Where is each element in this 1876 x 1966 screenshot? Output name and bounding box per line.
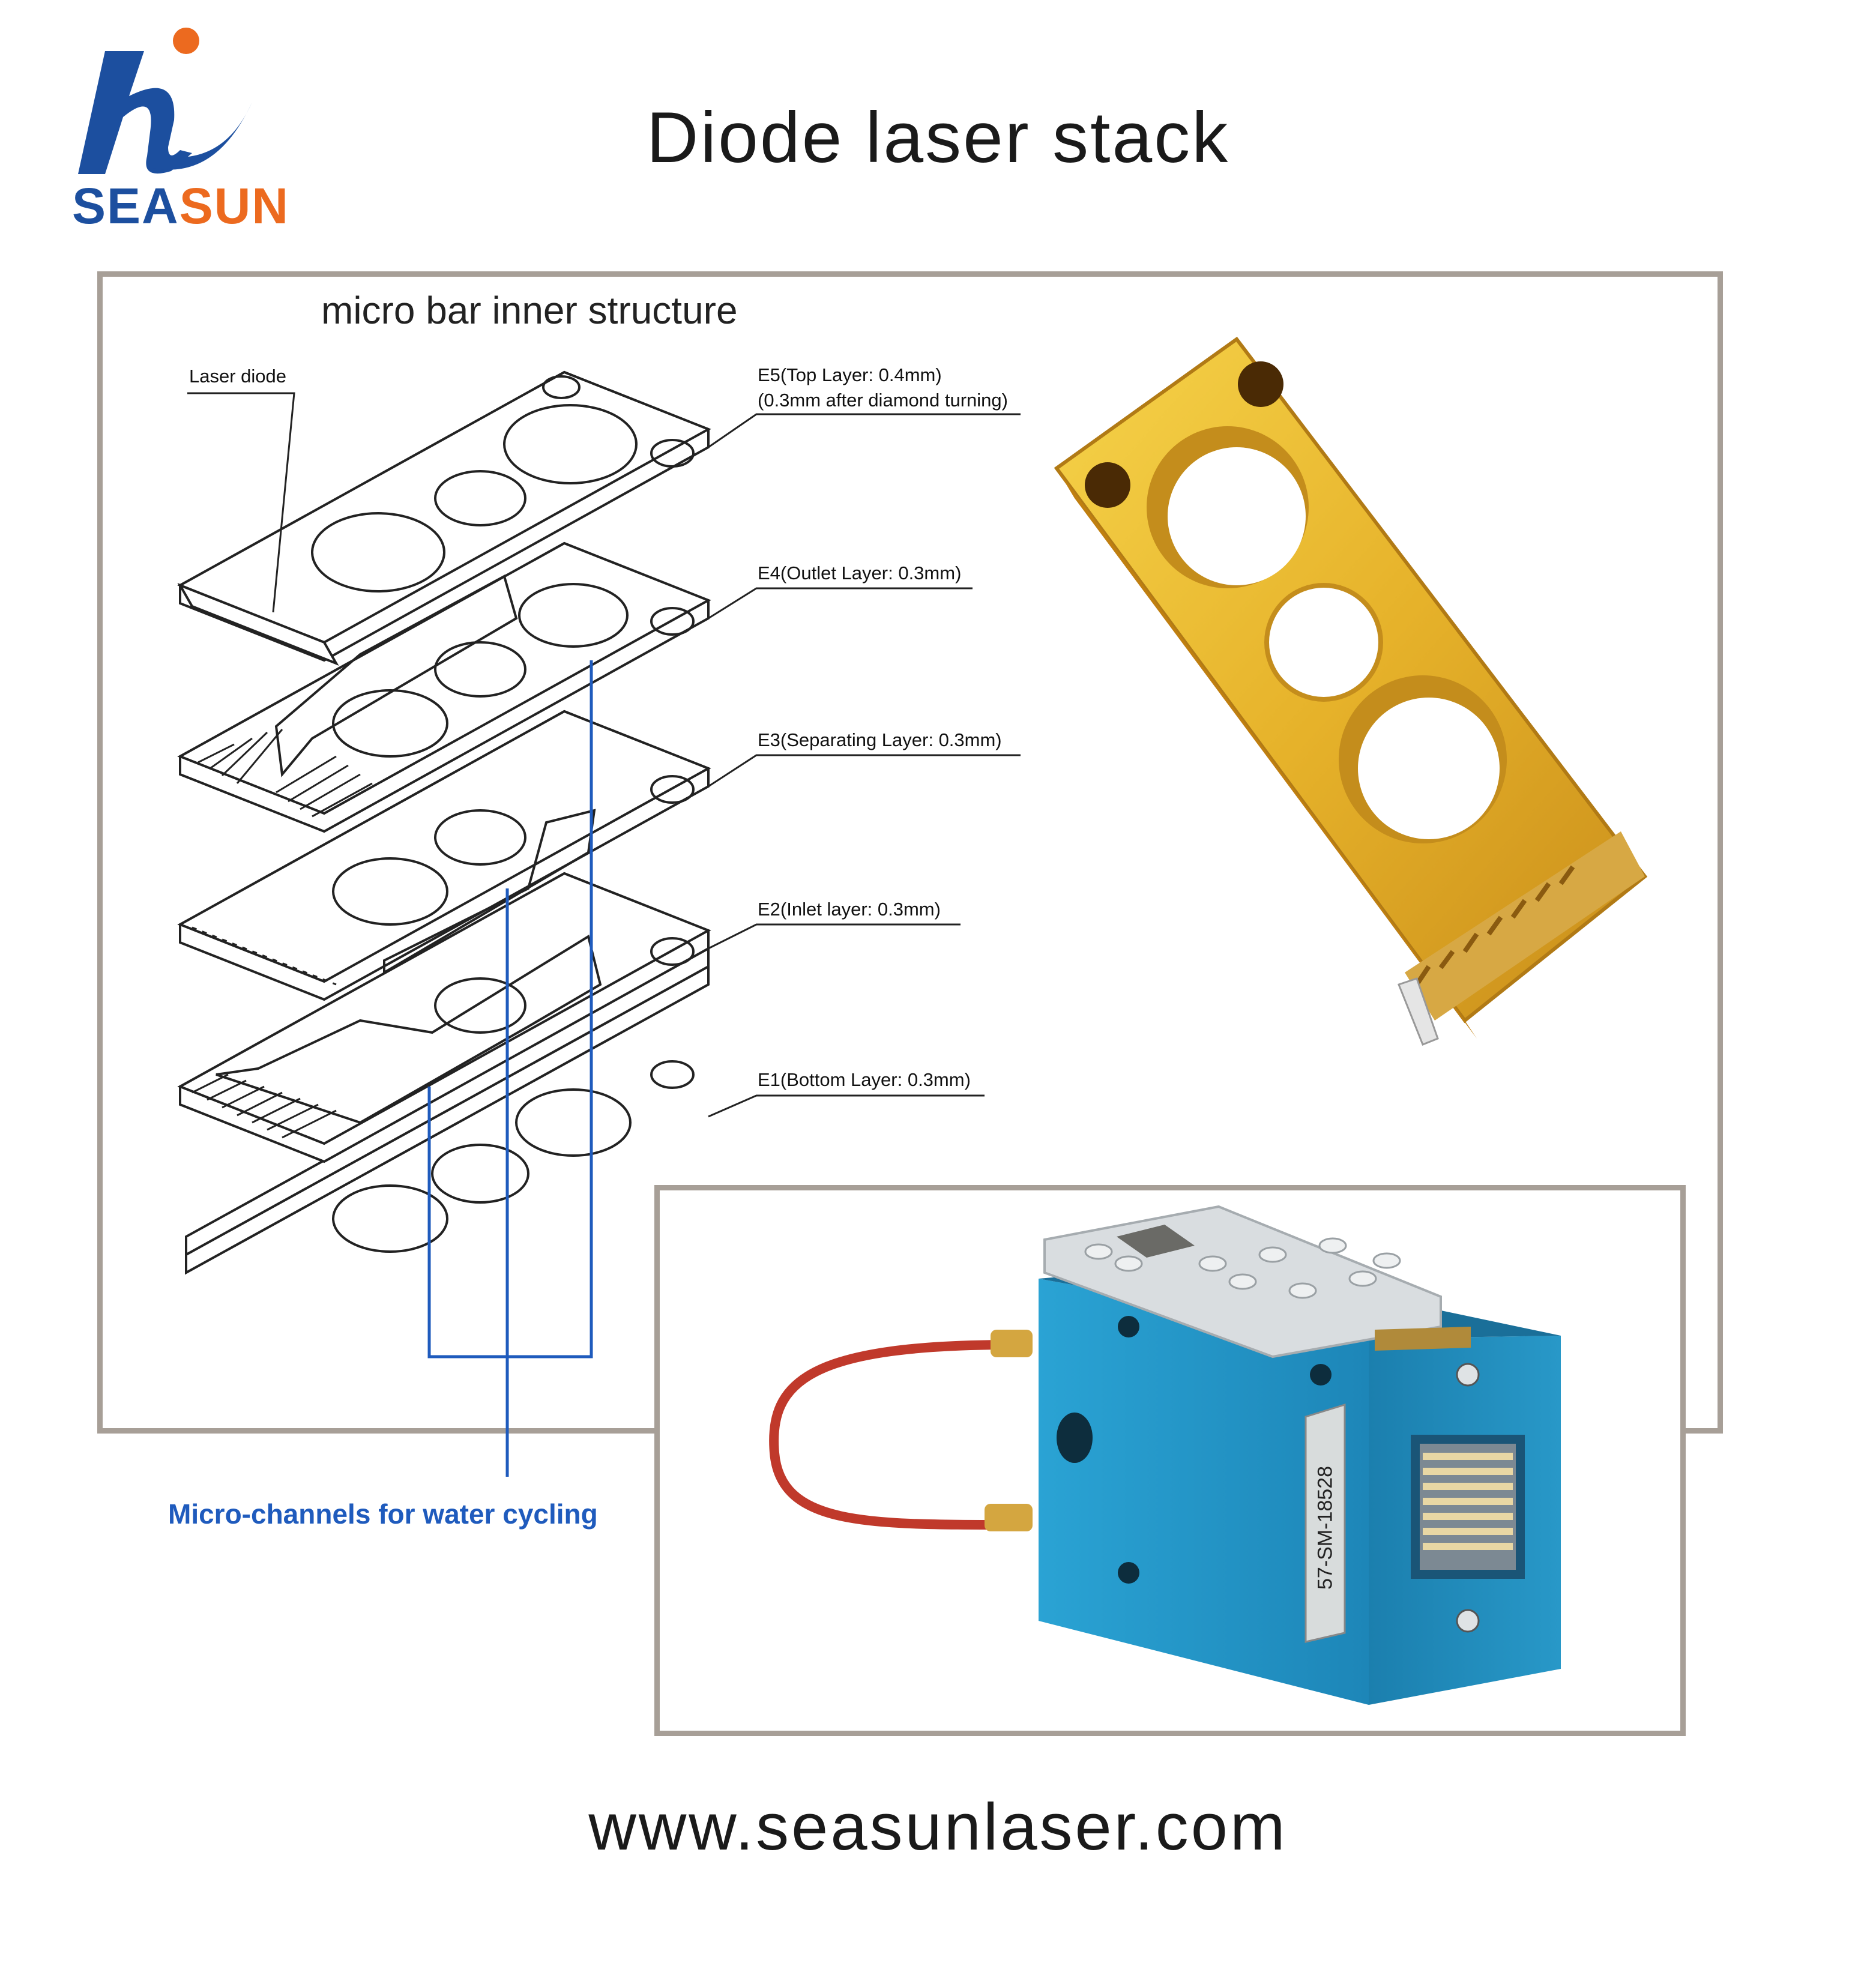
layer-e3-label: E3(Separating Layer: 0.3mm) [758,729,1002,750]
serial-label: 57-SM-18528 [1314,1465,1337,1590]
brand-second: SUN [179,178,290,234]
page-title: Diode laser stack [646,97,1230,178]
layer-e5-plate [177,370,711,666]
module-photo-frame [654,1185,1686,1736]
layer-e3-plate [177,710,711,1001]
layer-e2-plate [177,872,711,1163]
brand-name: SEASUN [72,177,289,235]
laser-diode-label: Laser diode [189,366,287,387]
layer-e5-line2: (0.3mm after diamond turning) [758,390,1008,411]
layer-e1-label: E1(Bottom Layer: 0.3mm) [758,1069,971,1090]
layer-e1-plate [185,946,710,1275]
microchannel-lines [427,660,593,1477]
layer-e2-label: E2(Inlet layer: 0.3mm) [758,899,941,920]
layer-e5-label: E5(Top Layer: 0.4mm) (0.3mm after diamon… [758,363,1008,413]
microchannel-label: Micro-channels for water cycling [168,1498,598,1530]
layer-e4-label: E4(Outlet Layer: 0.3mm) [758,562,962,583]
brand-first: SEA [72,178,179,234]
diagram-subtitle: micro bar inner structure [321,289,738,332]
layer-e5-line1: E5(Top Layer: 0.4mm) [758,364,942,385]
website-url: www.seasunlaser.com [588,1790,1288,1864]
